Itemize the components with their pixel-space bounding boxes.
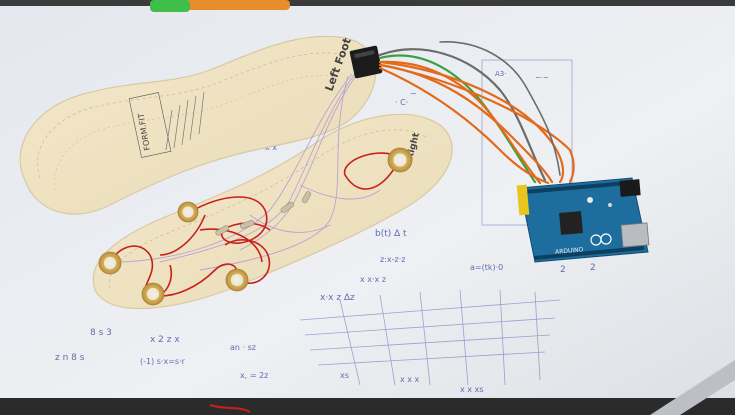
svg-text:xs: xs [340,371,349,380]
svg-text:x·x z ∆z: x·x z ∆z [320,293,355,303]
svg-text:A3·: A3· [495,70,506,78]
piezo-sensor-icon [387,147,413,173]
thin-sensor-wires [119,69,381,271]
svg-text:b(t) ∆ t: b(t) ∆ t [375,229,407,239]
piezo-sensors [98,147,413,306]
jumper-wires [378,41,575,185]
piezo-sensor-icon [177,201,199,223]
svg-text:z:x-z·z: z:x-z·z [380,255,405,264]
arduino-board: ARDUINO [516,177,650,263]
bottom-red-cable [209,404,251,413]
header-yellow [516,184,530,216]
resistors [215,191,312,236]
top-edge-orange [180,0,290,10]
red-sensor-wires [109,152,401,297]
svg-text:~: ~ [410,89,417,98]
svg-text:x 2 z x: x 2 z x [150,335,180,345]
svg-text:an · sz: an · sz [230,343,256,352]
board-logo-text: ARDUINO [555,246,584,255]
marker-scribbles [299,59,573,386]
piezo-sensor-icon [141,282,165,306]
insole-left: Left Foot FORM.FIT [19,35,377,215]
svg-text:a=(tk)·0: a=(tk)·0 [470,263,503,272]
svg-text:x x xs: x x xs [460,385,483,394]
svg-text:2: 2 [560,265,566,275]
chip [559,211,583,235]
piezo-sensor-icon [225,268,249,292]
arduino-logo-icon [590,233,612,246]
dc-jack-icon [619,179,641,197]
marker-notes: b(t) ∆ t z:x-z·z a=(tk)·0 x x·x z x·x z … [55,70,596,394]
svg-text:(-1) s·x=s·r: (-1) s·x=s·r [140,357,186,366]
usb-port-icon [620,222,650,248]
svg-text:x x x: x x x [400,375,420,384]
svg-text:~·~: ~·~ [535,74,549,82]
top-edge-green [150,0,190,12]
piezo-sensor-icon [98,251,122,275]
svg-text:x, = 2z: x, = 2z [240,371,268,380]
svg-text:z n 8 s: z n 8 s [55,353,85,363]
board-frame-corner [650,360,735,415]
svg-text:2: 2 [590,263,596,273]
bottom-edge [0,398,735,415]
svg-text:8 s 3: 8 s 3 [90,328,112,338]
svg-text:x x·x z: x x·x z [360,275,386,284]
svg-text:· C·: · C· [395,98,408,107]
svg-text:x x: x x [265,143,277,152]
connector-icon [349,45,383,79]
